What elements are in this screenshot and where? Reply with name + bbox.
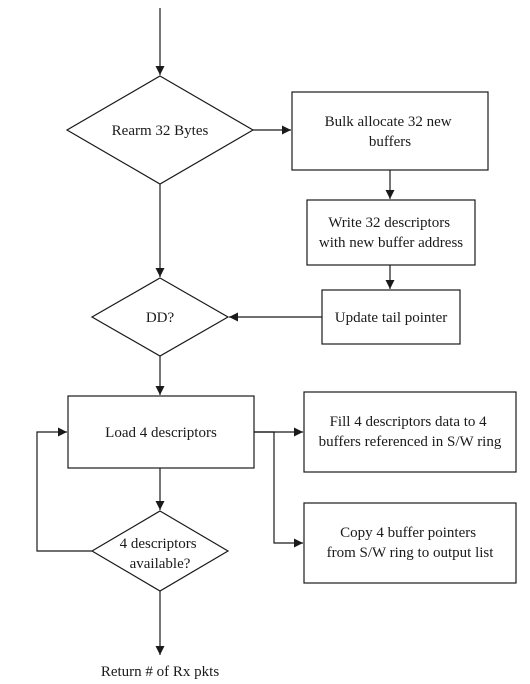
write-descriptors-label: Write 32 descriptors with new buffer add…	[319, 215, 463, 251]
update-tail-label: Update tail pointer	[335, 310, 447, 326]
write-descriptors-box	[306, 199, 476, 266]
load-descriptors-label: Load 4 descriptors	[105, 425, 217, 441]
load-to-copy-arrow	[254, 431, 303, 548]
decision-available-label: 4 descriptors available?	[120, 536, 201, 572]
bulk-allocate-label: Bulk allocate 32 new buffers	[325, 114, 456, 150]
fill-descriptors-box	[303, 391, 517, 473]
bulk-allocate-box	[291, 91, 489, 171]
bulk-allocate-line-2: buffers	[369, 134, 411, 150]
return-label: Return # of Rx pkts	[101, 664, 219, 680]
fill-descriptors-label: Fill 4 descriptors data to 4 buffers ref…	[319, 414, 502, 450]
decision-available-line-2: available?	[130, 556, 191, 572]
load-descriptors-box	[67, 395, 255, 469]
decision-available-line-1: 4 descriptors	[120, 536, 197, 552]
copy-pointers-line-1: Copy 4 buffer pointers	[340, 525, 476, 541]
write-descriptors-line-2: with new buffer address	[319, 235, 463, 251]
decision-rearm-label: Rearm 32 Bytes	[112, 123, 209, 139]
write-descriptors-line-1: Write 32 descriptors	[328, 215, 450, 231]
bulk-allocate-line-1: Bulk allocate 32 new	[325, 114, 452, 130]
fill-descriptors-line-1: Fill 4 descriptors data to 4	[330, 414, 488, 430]
fill-descriptors-line-2: buffers referenced in S/W ring	[319, 434, 502, 450]
copy-pointers-line-2: from S/W ring to output list	[327, 545, 495, 561]
copy-pointers-label: Copy 4 buffer pointers from S/W ring to …	[327, 525, 495, 561]
update-tail-box	[321, 289, 461, 345]
copy-pointers-box	[303, 502, 517, 584]
loop-back-arrow	[36, 427, 92, 552]
decision-dd-label: DD?	[146, 310, 175, 326]
